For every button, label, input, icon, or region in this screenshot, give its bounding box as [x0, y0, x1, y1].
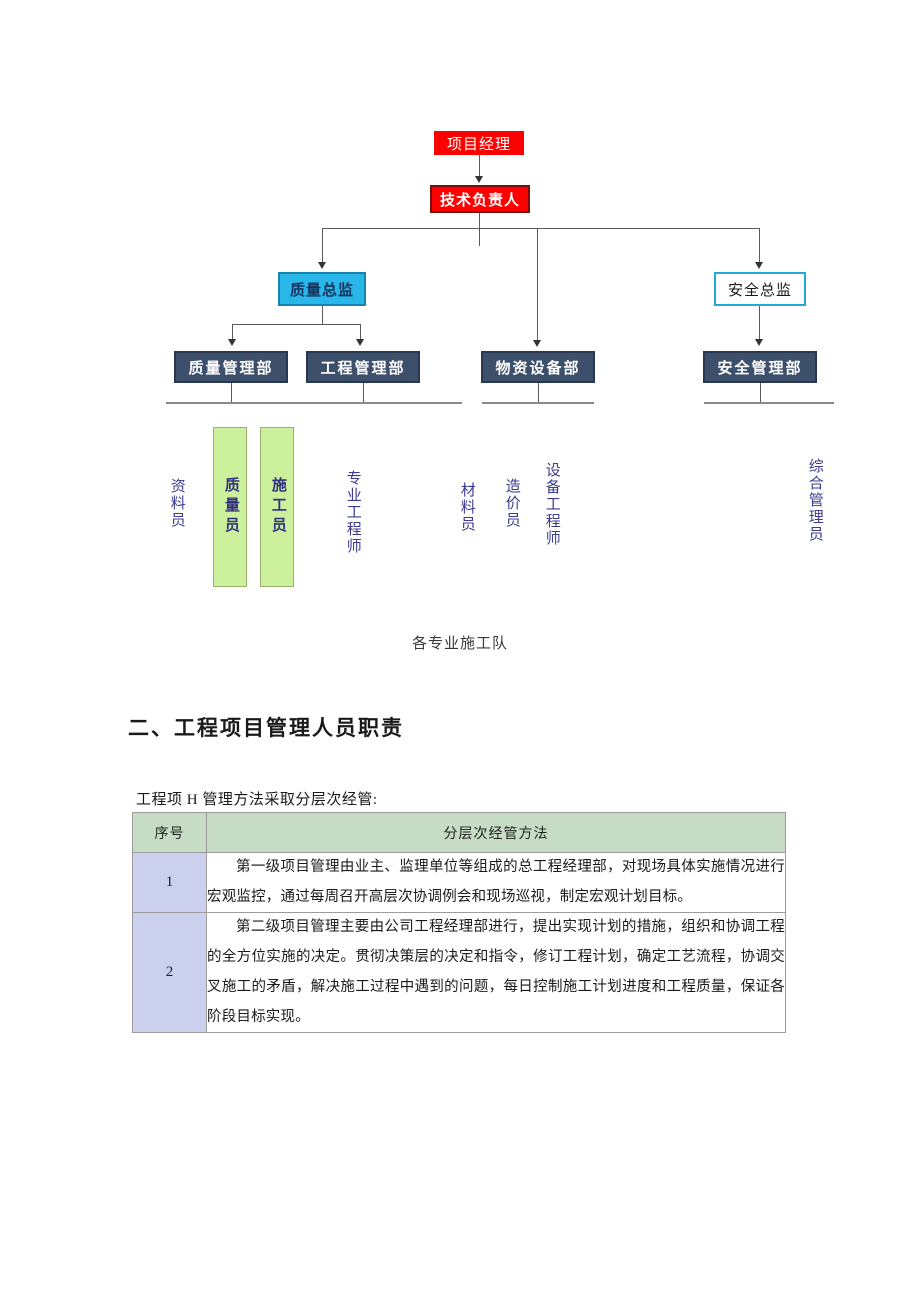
role-label-equipment-engineer: 设备工程师	[543, 462, 560, 547]
role-label-cost-officer: 造价员	[503, 478, 520, 529]
connector-quality-dept-stub	[231, 383, 232, 403]
arrow-to-materials-dept-icon	[533, 340, 541, 347]
row-text: 第一级项目管理由业主、监理单位等组成的总工程经理部，对现场具体实施情况进行宏观监…	[206, 851, 786, 914]
connector-tech-horizontal	[322, 228, 759, 229]
table-header-row: 序号 分层次经管方法	[132, 812, 786, 853]
node-materials-dept: 物资设备部	[481, 351, 595, 383]
role-label-professional-engineer: 专业工程师	[344, 470, 361, 555]
connector-to-engineering-dept	[360, 324, 361, 342]
node-project-manager: 项目经理	[434, 131, 524, 155]
row-text: 第二级项目管理主要由公司工程经理部进行，提出实现计划的措施，组织和协调工程的全方…	[206, 912, 786, 1034]
group-bar-engineering	[282, 402, 462, 404]
connector-quality-director-trunk	[322, 306, 323, 324]
node-engineering-dept-label: 工程管理部	[320, 360, 406, 377]
role-box-quality-officer: 质量员	[213, 427, 247, 587]
group-bar-materials	[482, 402, 594, 404]
table-header-num: 序号	[132, 812, 207, 853]
table-row: 1 第一级项目管理由业主、监理单位等组成的总工程经理部，对现场具体实施情况进行宏…	[132, 851, 786, 914]
node-quality-director-label: 质量总监	[289, 282, 354, 299]
arrow-to-quality-dept-icon	[228, 339, 236, 346]
node-safety-dept-label: 安全管理部	[717, 360, 803, 377]
node-engineering-dept: 工程管理部	[306, 351, 420, 383]
role-label-data-officer: 资料员	[168, 478, 185, 529]
table-row: 2 第二级项目管理主要由公司工程经理部进行，提出实现计划的措施，组织和协调工程的…	[132, 912, 786, 1034]
table-header-method: 分层次经管方法	[206, 812, 786, 853]
node-safety-director: 安全总监	[714, 272, 806, 306]
arrow-pm-to-tech-icon	[475, 176, 483, 183]
node-safety-dept: 安全管理部	[703, 351, 817, 383]
page-title: 二、工程项目管理人员职责	[128, 716, 404, 740]
node-project-manager-label: 项目经理	[446, 136, 511, 153]
connector-pm-to-tech	[479, 155, 480, 178]
connector-safety-dept-stub	[760, 383, 761, 403]
intro-text: 工程项 H 管理方法采取分层次经管:	[136, 792, 378, 808]
role-label-construction-officer: 施工员	[269, 477, 286, 537]
org-chart-diagram: 项目经理 技术负责人 质量总监 安全总监 质量管理部 工程管理部 物资设备部	[166, 131, 834, 652]
group-bar-quality	[166, 402, 296, 404]
connector-materials-dept-stub	[538, 383, 539, 403]
node-technical-lead: 技术负责人	[430, 185, 530, 213]
arrow-to-engineering-dept-icon	[356, 339, 364, 346]
connector-quality-director-horizontal	[232, 324, 360, 325]
arrow-to-safety-director-icon	[755, 262, 763, 269]
node-quality-dept: 质量管理部	[174, 351, 288, 383]
connector-to-quality-dept	[232, 324, 233, 342]
node-quality-dept-label: 质量管理部	[188, 360, 274, 377]
row-number: 1	[132, 851, 207, 914]
arrow-to-safety-dept-icon	[755, 339, 763, 346]
connector-to-safety-dept	[759, 306, 760, 342]
node-safety-director-label: 安全总监	[727, 282, 792, 299]
role-box-construction-officer: 施工员	[260, 427, 294, 587]
node-technical-lead-label: 技术负责人	[439, 192, 520, 209]
connector-to-quality-director	[322, 228, 323, 264]
row-number: 2	[132, 912, 207, 1034]
node-quality-director: 质量总监	[278, 272, 366, 306]
group-bar-safety	[704, 402, 834, 404]
role-label-material-officer: 材料员	[458, 482, 475, 533]
node-materials-dept-label: 物资设备部	[495, 360, 581, 377]
connector-engineering-dept-stub	[363, 383, 364, 403]
connector-to-safety-director	[759, 228, 760, 264]
method-table: 序号 分层次经管方法 1 第一级项目管理由业主、监理单位等组成的总工程经理部，对…	[132, 812, 786, 1034]
chart-caption: 各专业施工队	[411, 636, 508, 652]
arrow-to-quality-director-icon	[318, 262, 326, 269]
connector-tech-trunk	[479, 213, 480, 246]
role-label-quality-officer: 质量员	[222, 477, 239, 537]
role-label-general-admin-officer: 综合管理员	[806, 458, 823, 543]
connector-to-materials-dept	[537, 228, 538, 342]
